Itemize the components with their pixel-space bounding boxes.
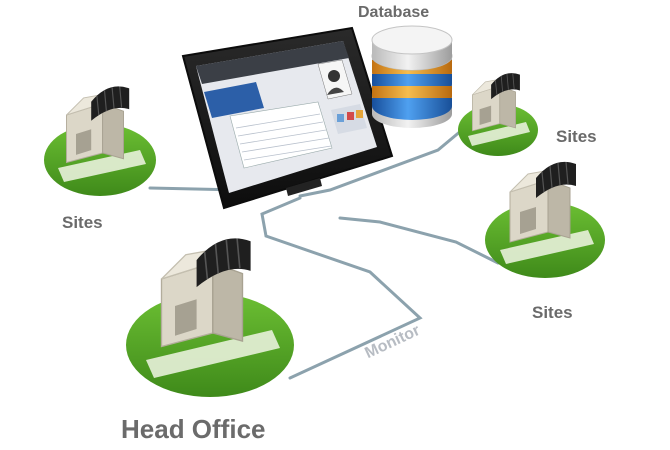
store-icon-site-right-top: [458, 72, 538, 156]
store-icon-head-office: [126, 237, 294, 397]
monitor-icon: [181, 26, 394, 210]
label-sites-right-bottom: Sites: [532, 303, 573, 322]
edge-site-right-top: [298, 128, 464, 198]
edge-head-office: [260, 196, 423, 380]
label-database: Database: [358, 4, 430, 21]
database-icon: [371, 25, 453, 128]
store-icon-site-left: [44, 85, 156, 196]
store-icon-site-right-bottom: [485, 161, 605, 278]
label-sites-right-top: Sites: [556, 127, 597, 146]
label-sites-left: Sites: [62, 213, 103, 232]
label-head-office: Head Office: [121, 414, 266, 444]
edge-site-right-bottom: [338, 216, 500, 265]
